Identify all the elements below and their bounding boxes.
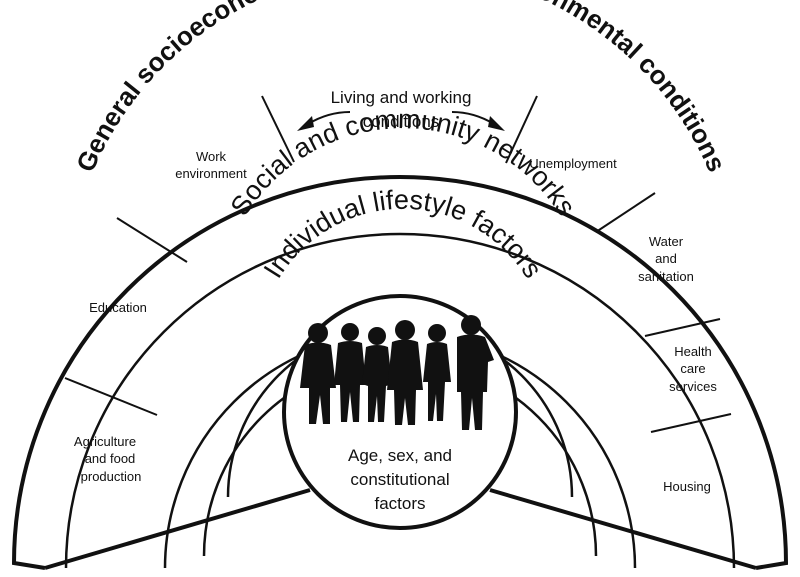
left-arrowhead-icon [297, 116, 314, 131]
living-working-line-2: conditions [363, 112, 440, 131]
core-label-line-3: factors [374, 494, 425, 513]
sector-unemployment: Unemployment [529, 156, 617, 171]
sector-health-care: Health care services [669, 344, 717, 394]
sector-dividers [64, 95, 732, 433]
sector-unemployment-line-1: Unemployment [529, 156, 617, 171]
sector-education-line-1: Education [89, 300, 147, 315]
sector-agriculture-line-1: Agriculture [74, 434, 136, 449]
left-base-line [44, 488, 311, 570]
living-working-line-1: Living and working [331, 88, 472, 107]
sector-agriculture-line-3: production [81, 469, 142, 484]
outer-band-boundary [11, 175, 789, 570]
sector-water-line-2: and [655, 251, 677, 266]
sector-water-sanitation: Water and sanitation [638, 234, 694, 284]
sector-education: Education [89, 300, 147, 315]
sectors-band-outer-ring [64, 232, 736, 569]
right-base-line [489, 488, 757, 570]
sector-housing-line-1: Housing [663, 479, 711, 494]
sector-work-environment: Work environment [175, 149, 247, 181]
right-arrowhead-icon [488, 116, 505, 131]
sector-housing: Housing [663, 479, 711, 494]
core-label-line-2: constitutional [350, 470, 449, 489]
sector-health-line-1: Health [674, 344, 712, 359]
sector-work-line-1: Work [196, 149, 227, 164]
sector-work-line-2: environment [175, 166, 247, 181]
people-silhouette-icon [300, 315, 494, 430]
sector-health-line-2: care [680, 361, 705, 376]
sector-water-line-3: sanitation [638, 269, 694, 284]
sector-agriculture-line-2: and food [85, 451, 136, 466]
sector-water-line-1: Water [649, 234, 684, 249]
living-working-label: Living and working conditions [331, 88, 472, 131]
sector-agriculture: Agriculture and food production [74, 434, 141, 484]
core-label: Age, sex, and constitutional factors [348, 446, 452, 513]
sector-health-line-3: services [669, 379, 717, 394]
core-label-line-1: Age, sex, and [348, 446, 452, 465]
